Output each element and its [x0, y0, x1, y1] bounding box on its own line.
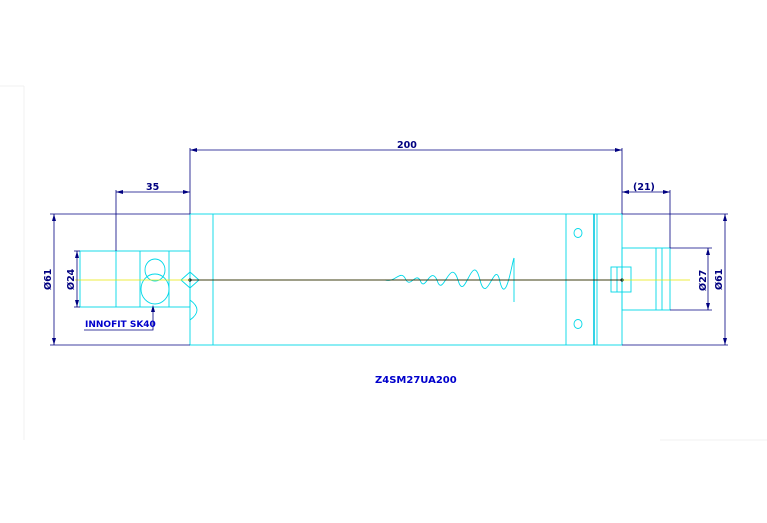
dim-left-shaft-diameter: Ø24	[66, 268, 77, 290]
dim-tube-diameter-right: Ø61	[714, 269, 725, 290]
dimension-tube-right	[622, 213, 728, 346]
dim-right-shaft-length: (21)	[633, 182, 655, 193]
dimension-left-shaft-diameter	[74, 250, 80, 308]
label-leader	[84, 305, 155, 331]
right-shaft	[610, 247, 671, 311]
left-shaft	[79, 250, 200, 321]
dimension-right-shaft	[622, 190, 671, 248]
dimension-overall	[189, 148, 623, 214]
dim-overall-length: 200	[397, 140, 417, 151]
dim-right-shaft-diameter: Ø27	[698, 270, 709, 291]
dimension-right-shaft-diameter	[670, 247, 712, 311]
drawing-frame	[0, 85, 767, 441]
dim-left-shaft-length: 35	[146, 182, 159, 193]
innofit-label: INNOFIT SK40	[85, 320, 156, 330]
dim-tube-diameter-left: Ø61	[43, 269, 54, 290]
dimension-left-shaft	[115, 190, 190, 251]
model-number: Z4SM27UA200	[375, 375, 457, 386]
dimension-tube-left	[50, 213, 190, 346]
